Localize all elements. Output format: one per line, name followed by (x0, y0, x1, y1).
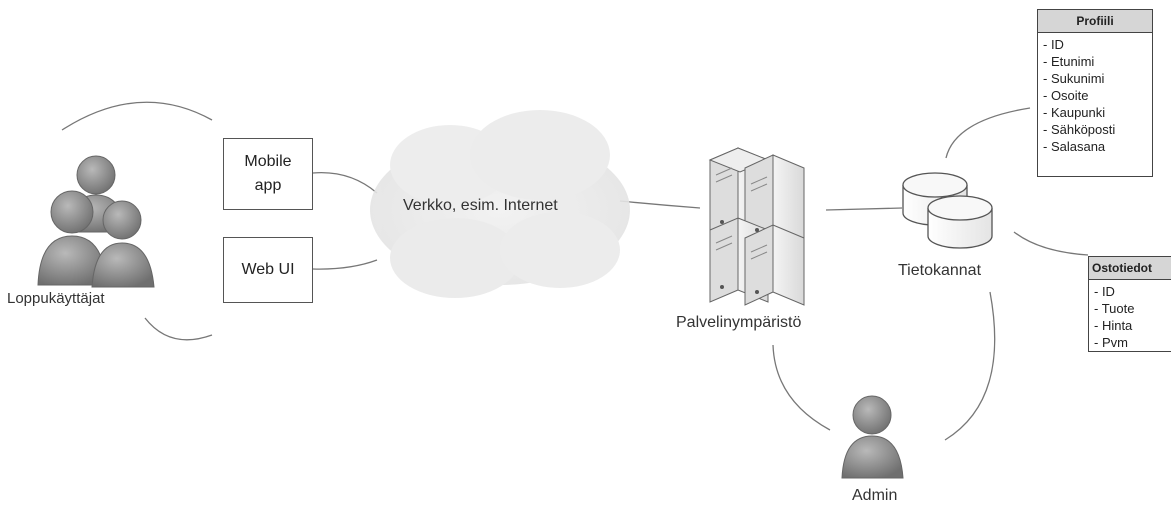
profile-table: Profiili - ID - Etunimi - Sukunimi - Oso… (1037, 9, 1153, 177)
line-mobile-cloud (312, 172, 378, 194)
arc-db-profile (945, 107, 1031, 159)
profile-field: - Sukunimi (1043, 71, 1105, 86)
profile-table-title: Profiili (1038, 10, 1152, 33)
profile-field: - Osoite (1043, 88, 1089, 103)
profile-field: - Etunimi (1043, 54, 1095, 69)
databases-label: Tietokannat (898, 262, 982, 279)
arc-users-bottom (144, 317, 213, 341)
line-db-orders (1013, 231, 1089, 256)
mobile-app-box[interactable]: Mobile app (223, 138, 313, 210)
line-cloud-server (619, 200, 701, 209)
connectors (61, 101, 1089, 441)
orders-field: - Pvm (1094, 335, 1128, 350)
profile-field: - Kaupunki (1043, 105, 1106, 120)
database-icon (902, 172, 993, 249)
profile-field: - Sähköposti (1043, 122, 1116, 137)
orders-field: - Tuote (1094, 301, 1135, 316)
orders-table-title: Ostotiedot (1089, 257, 1171, 280)
line-webui-cloud (312, 259, 378, 270)
network-label: Verkko, esim. Internet (403, 197, 558, 214)
web-ui-box[interactable]: Web UI (223, 237, 313, 303)
orders-table: Ostotiedot - ID - Tuote - Hinta - Pvm (1088, 256, 1171, 352)
line-server-db (825, 207, 903, 211)
users-group-icon (37, 155, 155, 288)
server-label: Palvelinympäristö (676, 314, 802, 331)
profile-field: - ID (1043, 37, 1064, 52)
arc-db-admin (944, 291, 996, 441)
arc-users-top (61, 101, 213, 131)
admin-user-icon (841, 395, 904, 479)
end-users-label: Loppukäyttäjat (7, 290, 105, 307)
arc-server-admin (772, 344, 831, 431)
admin-label: Admin (852, 487, 898, 504)
cloud-icon (370, 110, 630, 298)
orders-field: - Hinta (1094, 318, 1133, 333)
profile-field: - Salasana (1043, 139, 1106, 154)
orders-field: - ID (1094, 284, 1115, 299)
server-rack-icon (708, 147, 805, 306)
